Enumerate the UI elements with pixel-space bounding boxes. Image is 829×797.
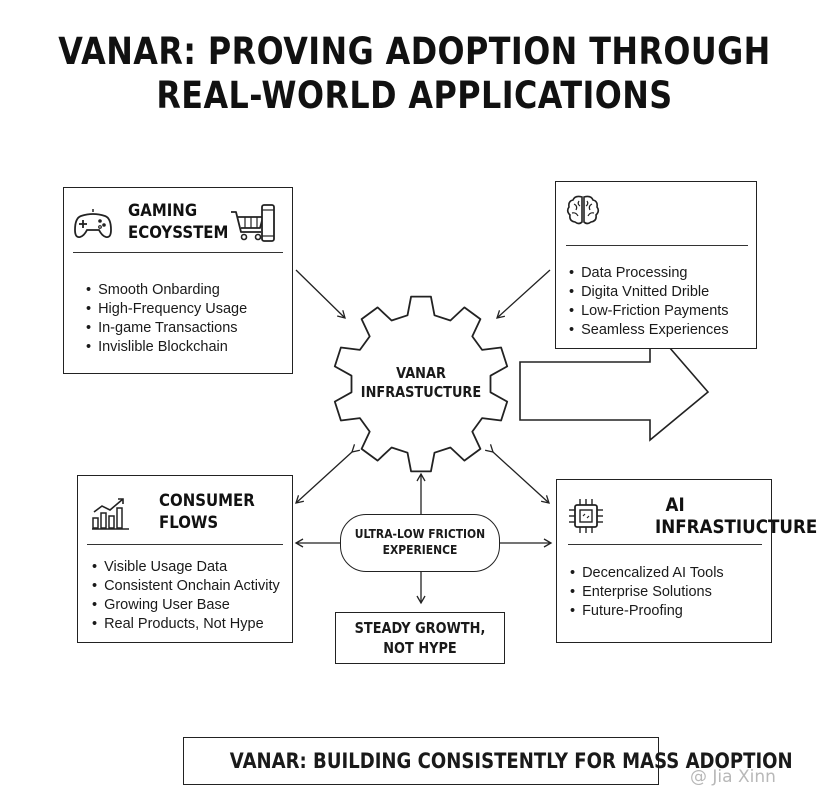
consumer-item: Visible Usage Data bbox=[92, 558, 280, 577]
gaming-ecosystem-card: GAMING ECOYSSTEM Smooth Onbarding High-F… bbox=[63, 187, 293, 374]
arrow-center-ai bbox=[484, 444, 550, 504]
ultra-low-friction-pill: ULTRA-LOW FRICTION EXPERIENCE bbox=[340, 514, 500, 572]
consumer-flows-card: CONSUMER FLOWS Visible Usage Data Consis… bbox=[77, 475, 293, 643]
consumer-item: Real Products, Not Hype bbox=[92, 615, 280, 634]
consumer-item: Growing User Base bbox=[92, 596, 280, 615]
shopping-cart-phone-icon bbox=[231, 204, 275, 242]
ai-title: AI INFRASTIUCTURE bbox=[655, 494, 817, 538]
data-item: Low-Friction Payments bbox=[569, 302, 729, 321]
consumer-divider bbox=[87, 544, 283, 546]
gaming-title-line-2: ECOYSSTEM bbox=[128, 223, 229, 243]
arrow-data-to-center bbox=[496, 269, 551, 319]
footer-banner: VANAR: BUILDING CONSISTENTLY FOR MASS AD… bbox=[183, 737, 793, 785]
friction-line-1: ULTRA-LOW FRICTION bbox=[354, 526, 486, 541]
center-label: VANAR INFRASTUCTURE bbox=[361, 364, 481, 402]
big-right-arrow bbox=[519, 322, 710, 442]
ai-title-line-2: INFRASTIUCTURE bbox=[655, 516, 818, 538]
gaming-list: Smooth Onbarding High-Frequency Usage In… bbox=[86, 281, 247, 357]
ai-item: Enterprise Solutions bbox=[570, 583, 724, 602]
data-list: Data Processing Digita Vnitted Drible Lo… bbox=[569, 264, 729, 340]
ai-divider bbox=[568, 544, 762, 546]
gaming-title-line-1: GAMING bbox=[128, 201, 198, 221]
steady-growth-box: STEADY GROWTH, NOT HYPE bbox=[335, 612, 505, 664]
title-line-1: VANAR: PROVING ADOPTION THROUGH bbox=[58, 30, 771, 73]
consumer-title-line-2: FLOWS bbox=[159, 513, 219, 533]
data-item: Data Processing bbox=[569, 264, 729, 283]
ai-item: Decencalized AI Tools bbox=[570, 564, 724, 583]
friction-line-2: EXPERIENCE bbox=[382, 542, 458, 557]
data-divider bbox=[566, 245, 748, 247]
chip-icon bbox=[569, 499, 603, 533]
consumer-title-line-1: CONSUMER bbox=[159, 491, 255, 511]
arrow-center-consumer bbox=[295, 444, 361, 504]
footer-text: VANAR: BUILDING CONSISTENTLY FOR MASS AD… bbox=[229, 749, 793, 773]
ai-item: Future-Proofing bbox=[570, 602, 724, 621]
consumer-list: Visible Usage Data Consistent Onchain Ac… bbox=[92, 558, 280, 634]
growth-line-2: NOT HYPE bbox=[383, 639, 457, 657]
gaming-divider bbox=[73, 252, 283, 254]
brain-icon bbox=[566, 195, 600, 225]
gaming-item: In-game Transactions bbox=[86, 319, 247, 338]
gaming-item: Smooth Onbarding bbox=[86, 281, 247, 300]
gaming-title: GAMING ECOYSSTEM bbox=[128, 200, 228, 244]
data-processing-card: Data Processing Digita Vnitted Drible Lo… bbox=[555, 181, 757, 349]
gaming-item: Invislible Blockchain bbox=[86, 338, 247, 357]
gaming-item: High-Frequency Usage bbox=[86, 300, 247, 319]
gear-icon bbox=[333, 295, 509, 473]
ai-infrastructure-card: AI INFRASTIUCTURE Decencalized AI Tools … bbox=[556, 479, 817, 643]
gamepad-icon bbox=[74, 209, 112, 239]
center-label-line-2: INFRASTUCTURE bbox=[360, 383, 482, 401]
consumer-title: CONSUMER FLOWS bbox=[159, 490, 255, 534]
data-item: Seamless Experiences bbox=[569, 321, 729, 340]
growth-chart-icon bbox=[92, 498, 129, 530]
arrow-gaming-to-center bbox=[295, 269, 346, 319]
consumer-item: Consistent Onchain Activity bbox=[92, 577, 280, 596]
title-line-2: REAL-WORLD APPLICATIONS bbox=[156, 74, 673, 117]
center-label-line-1: VANAR bbox=[396, 364, 446, 382]
ai-title-line-1: AI bbox=[665, 494, 685, 516]
watermark: @ Jia Xinn bbox=[690, 767, 776, 787]
growth-line-1: STEADY GROWTH, bbox=[354, 619, 486, 637]
ai-list: Decencalized AI Tools Enterprise Solutio… bbox=[570, 564, 724, 621]
data-item: Digita Vnitted Drible bbox=[569, 283, 729, 302]
